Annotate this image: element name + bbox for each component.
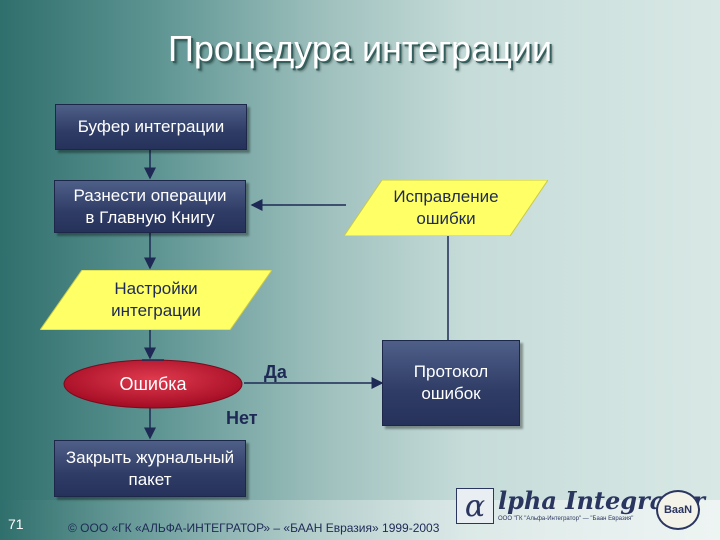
logo-subtitle: ООО "ГК "Альфа-Интегратор" — "Баан Евраз…: [498, 516, 634, 522]
node-post-to-ledger: Разнести операции в Главную Книгу: [54, 180, 246, 233]
node-fix-line-2: ошибки: [416, 209, 476, 228]
node-integration-buffer-label: Буфер интеграции: [77, 117, 225, 136]
node-close-line-2: пакет: [128, 469, 172, 489]
node-integration-settings: Настройки интеграции: [40, 270, 272, 330]
node-error-log: Протокол ошибок: [382, 340, 520, 426]
node-post-line-1: Разнести операции: [73, 185, 227, 205]
node-fix-error-shape: [344, 180, 548, 236]
node-error-oval: [63, 359, 243, 409]
baan-seal: BaaN: [656, 490, 700, 530]
node-fix-error: Исправление ошибки: [344, 180, 548, 236]
node-settings-line-1: Настройки: [114, 279, 198, 298]
page-number: 71: [8, 516, 24, 532]
branch-yes-label: Да: [264, 362, 287, 382]
node-error-label: Ошибка: [119, 373, 187, 394]
node-settings-shape: [40, 270, 272, 330]
slide-title: Процедура интеграции: [167, 28, 553, 69]
copyright-text: © ООО «ГК «АЛЬФА-ИНТЕГРАТОР» – «БААН Евр…: [68, 521, 440, 535]
node-settings-line-2: интеграции: [111, 301, 201, 320]
node-close-journal: Закрыть журнальный пакет: [54, 440, 246, 497]
node-close-line-1: Закрыть журнальный: [65, 447, 235, 467]
node-log-line-1: Протокол: [413, 362, 489, 381]
node-post-line-2: в Главную Книгу: [85, 207, 215, 227]
node-log-line-2: ошибок: [421, 384, 481, 403]
alpha-glyph: α: [456, 488, 494, 524]
alpha-integrator-logo: α lpha Integrator ООО "ГК "Альфа-Интегра…: [456, 486, 714, 530]
footer-band: [0, 500, 720, 540]
branch-no-label: Нет: [226, 408, 258, 428]
node-integration-buffer: Буфер интеграции: [55, 104, 247, 150]
node-fix-line-1: Исправление: [393, 187, 499, 206]
